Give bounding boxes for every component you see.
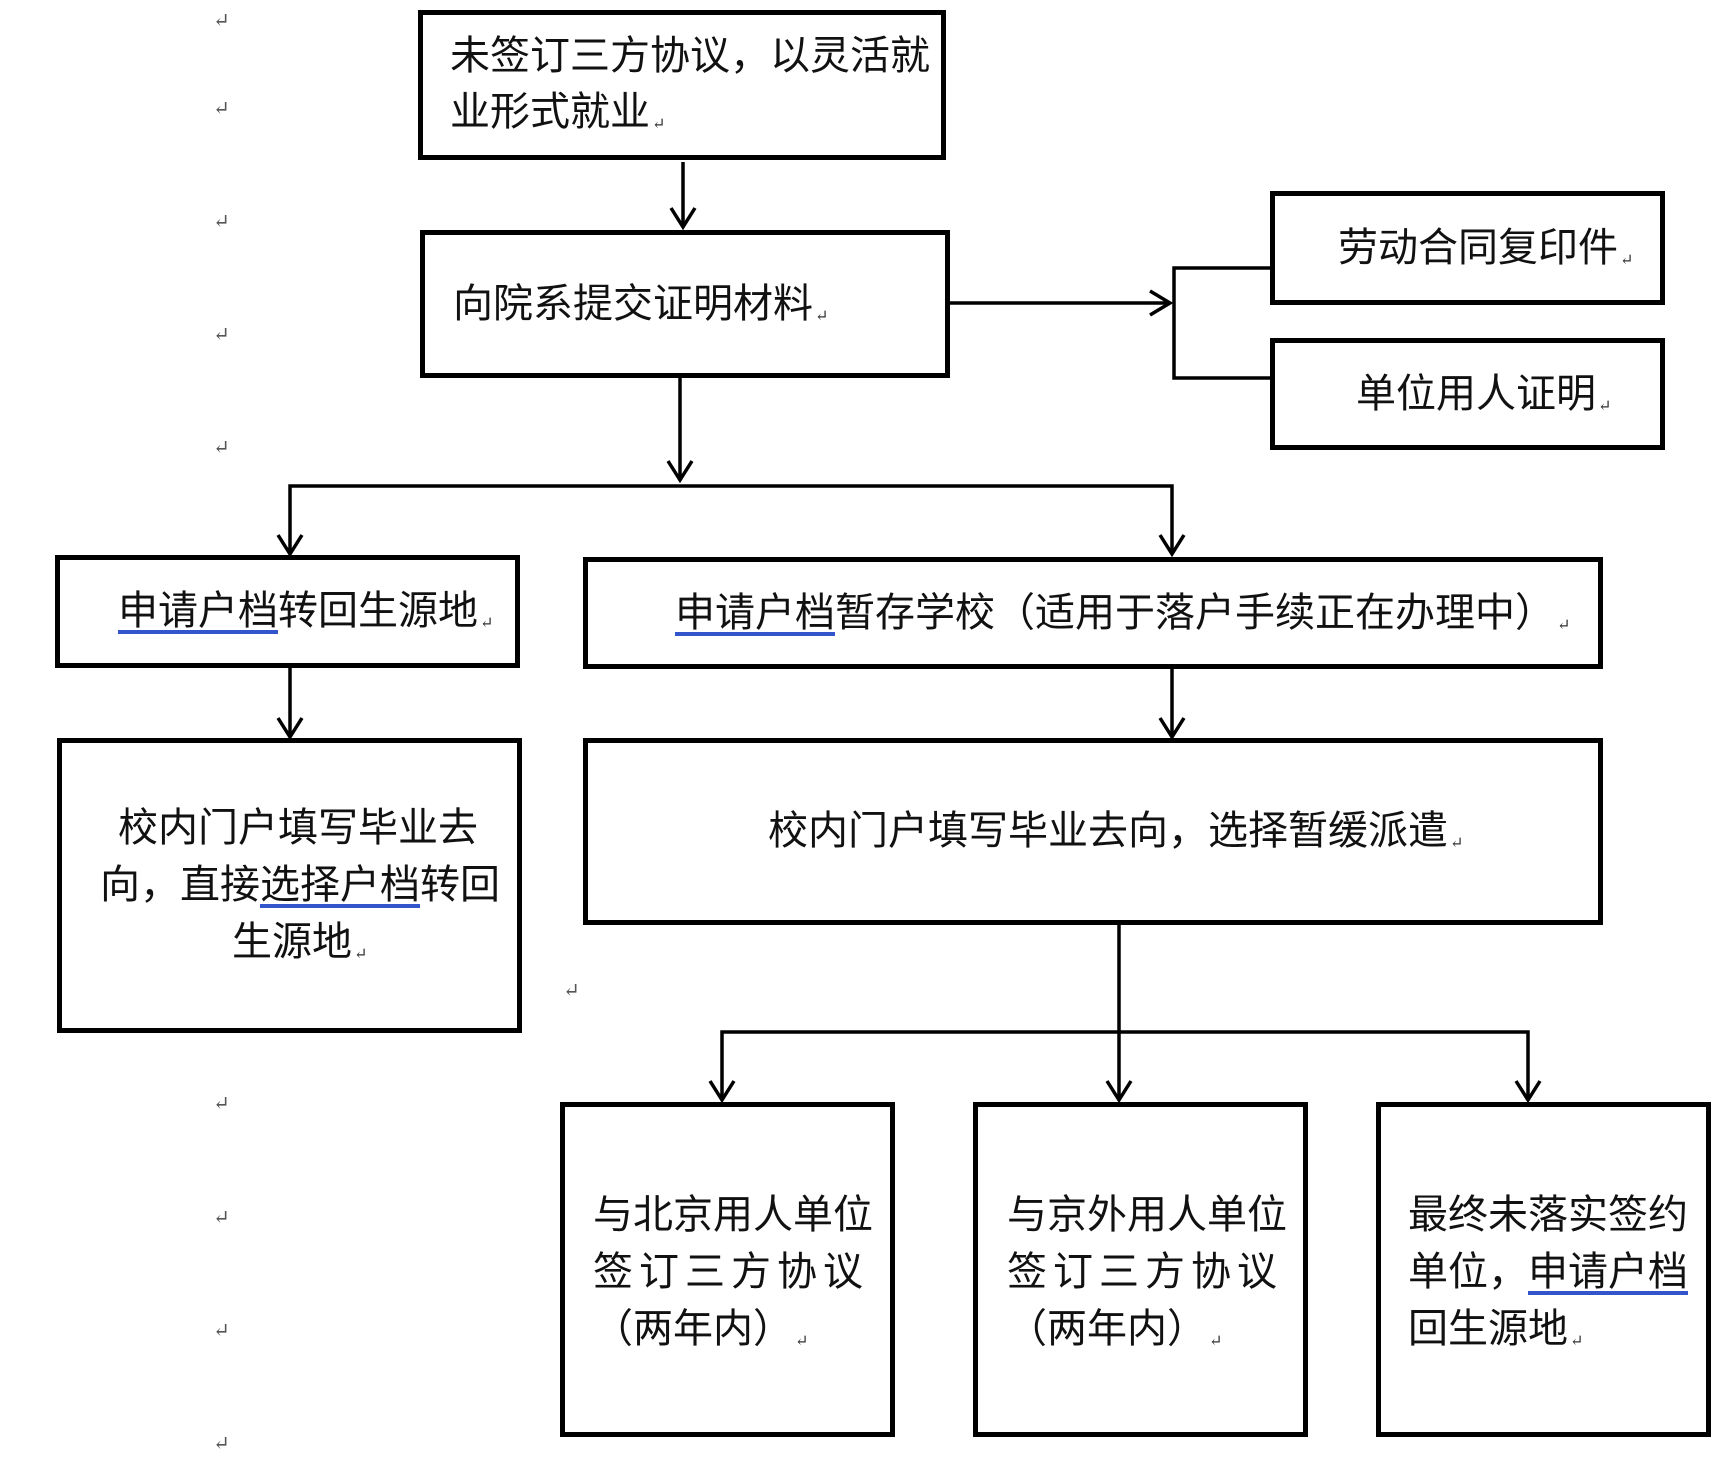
- node-beijing-employer-line1: 与北京用人单位: [593, 1192, 873, 1238]
- arrowhead: [1514, 1080, 1542, 1104]
- node-portal-defer-label: 校内门户填写毕业去向，选择暂缓派遣↵: [768, 808, 1464, 854]
- paragraph-mark: ↵: [563, 978, 580, 1002]
- node-beijing-employer-line2: 签订三方协议: [593, 1249, 863, 1295]
- node-no-employer-line1: 最终未落实签约: [1408, 1192, 1688, 1238]
- node-outside-employer-line1: 与京外用人单位: [1007, 1192, 1287, 1238]
- node-flexible-employment-line1: 未签订三方协议，以灵活就: [450, 33, 930, 79]
- paragraph-mark: ↵: [213, 1091, 230, 1115]
- node-employer-proof-label: 单位用人证明↵: [1356, 371, 1612, 417]
- arrowhead: [1158, 717, 1186, 741]
- node-submit-proof: [420, 230, 950, 378]
- arrowhead: [666, 460, 694, 484]
- arrowhead: [1149, 289, 1174, 317]
- node-employer-proof: [1270, 338, 1665, 450]
- arrowhead: [1158, 534, 1186, 558]
- node-flexible-employment: [418, 10, 946, 160]
- arrowhead: [708, 1080, 736, 1104]
- paragraph-mark: ↵: [213, 1205, 230, 1229]
- node-beijing-employer: [560, 1102, 895, 1437]
- split-line-top: [288, 484, 1174, 554]
- node-outside-employer-line3: （两年内）↵: [1007, 1306, 1223, 1352]
- node-labor-contract-copy-label: 劳动合同复印件↵: [1338, 225, 1634, 271]
- node-beijing-employer-line3: （两年内）↵: [593, 1306, 809, 1352]
- arrowhead: [276, 534, 304, 558]
- node-store-archive: [583, 557, 1603, 669]
- node-portal-return: [57, 738, 522, 1033]
- node-portal-return-line1: 校内门户填写毕业去: [118, 805, 478, 851]
- split-line-bottom: [720, 1030, 1530, 1100]
- node-no-employer: [1376, 1102, 1711, 1437]
- node-flexible-employment-line2: 业形式就业↵: [450, 89, 666, 135]
- node-outside-employer: [973, 1102, 1308, 1437]
- arrowhead: [669, 207, 697, 231]
- node-no-employer-line3: 回生源地↵: [1408, 1306, 1584, 1352]
- node-store-archive-label: 申请户档暂存学校（适用于落户手续正在办理中）↵: [675, 590, 1571, 636]
- paragraph-mark: ↵: [213, 322, 230, 346]
- arrowhead: [1105, 1080, 1133, 1104]
- paragraph-mark: ↵: [213, 1431, 230, 1455]
- node-return-archive: [55, 555, 520, 668]
- paragraph-mark: ↵: [213, 435, 230, 459]
- paragraph-mark: ↵: [213, 8, 230, 32]
- paragraph-mark: ↵: [213, 209, 230, 233]
- node-labor-contract-copy: [1270, 191, 1665, 305]
- bracket-to-materials: [1172, 266, 1270, 380]
- node-return-archive-label: 申请户档转回生源地↵: [118, 588, 494, 634]
- node-outside-employer-line2: 签订三方协议: [1007, 1249, 1277, 1295]
- node-portal-return-line2: 向，直接选择户档转回: [100, 862, 500, 908]
- node-portal-return-line3: 生源地↵: [232, 919, 368, 965]
- arrowhead: [276, 717, 304, 741]
- paragraph-mark: ↵: [213, 96, 230, 120]
- node-submit-proof-label: 向院系提交证明材料↵: [453, 281, 829, 327]
- paragraph-mark: ↵: [213, 1318, 230, 1342]
- node-no-employer-line2: 单位，申请户档: [1408, 1249, 1688, 1295]
- node-portal-defer: [583, 738, 1603, 925]
